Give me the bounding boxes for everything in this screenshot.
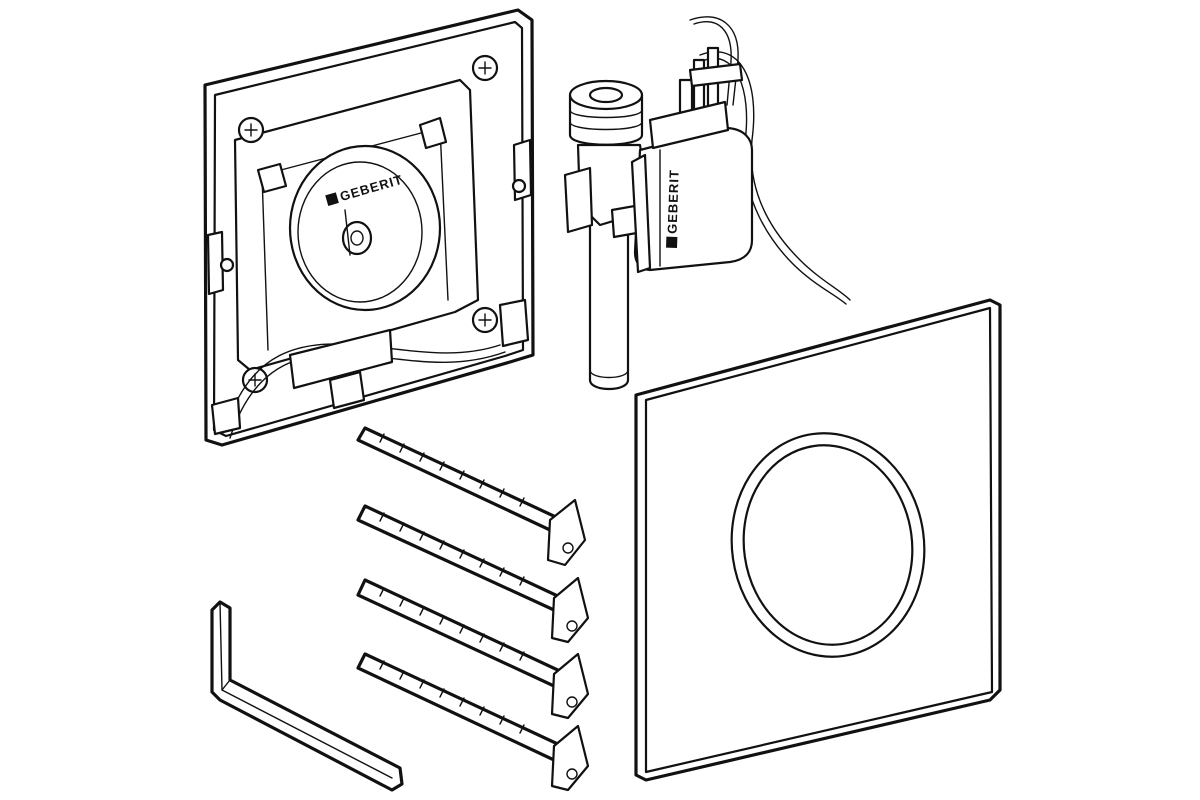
screw-icon	[237, 116, 265, 144]
valve-logo: GEBERIT	[664, 169, 682, 249]
hex-key-icon	[210, 600, 404, 792]
screw-icon	[241, 366, 269, 394]
cover-plate	[634, 298, 1002, 782]
flush-button	[742, 444, 914, 646]
screw-icon	[471, 306, 499, 334]
threaded-rod-icon	[356, 652, 590, 792]
threaded-rods	[356, 426, 590, 792]
screw-icon	[471, 54, 499, 82]
solenoid-valve: GEBERIT	[563, 16, 851, 391]
threaded-rod-icon	[356, 426, 587, 567]
svg-text:GEBERIT: GEBERIT	[664, 169, 681, 234]
mounting-frame: GEBERIT	[203, 8, 535, 447]
